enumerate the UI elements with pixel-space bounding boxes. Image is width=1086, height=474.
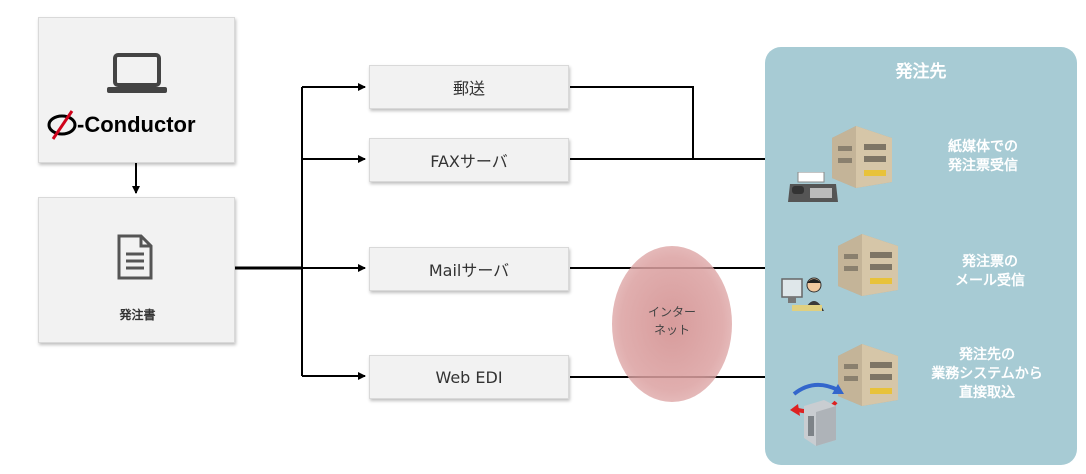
purchase-order-box: 発注書	[38, 197, 235, 343]
internet-cloud	[612, 246, 732, 402]
internet-label-line2: ネット	[653, 323, 690, 337]
channel-fax-label: FAXサーバ	[430, 152, 508, 171]
phi-logo-icon	[47, 110, 77, 140]
receiver-system-line3: 直接取込	[959, 385, 1015, 401]
system-box: -Conductor	[38, 17, 235, 163]
channel-mail-label: Mailサーバ	[428, 261, 510, 280]
channel-postal: 郵送	[369, 65, 569, 109]
receiver-paper-line2: 発注票受信	[948, 158, 1018, 174]
receiver-system-line1: 発注先の	[959, 347, 1015, 363]
building-icon	[838, 344, 898, 406]
product-logo: -Conductor	[47, 110, 231, 140]
channel-webedi-label: Web EDI	[435, 367, 503, 387]
channel-mail-server: Mailサーバ	[369, 247, 569, 291]
line-mail-route	[570, 86, 694, 159]
destination-title: 発注先	[895, 62, 947, 82]
person-computer-icon	[781, 277, 824, 311]
purchase-order-label: 発注書	[119, 308, 156, 322]
channel-postal-label: 郵送	[452, 79, 485, 98]
receiver-paper: 紙媒体での 発注票受信	[918, 138, 1048, 176]
product-name: -Conductor	[77, 112, 196, 137]
channel-web-edi: Web EDI	[369, 355, 569, 399]
internet-label: インター ネット	[612, 303, 732, 339]
destination-panel	[765, 47, 1077, 465]
building-icon	[832, 126, 892, 188]
channel-fax-server: FAXサーバ	[369, 138, 569, 182]
internet-label-line1: インター	[647, 305, 696, 319]
receiver-mail-line1: 発注票の	[962, 254, 1018, 270]
laptop-icon	[107, 53, 167, 93]
receiver-mail-line2: メール受信	[955, 273, 1025, 289]
document-icon	[117, 234, 153, 280]
building-icon	[838, 234, 898, 296]
receiver-paper-line1: 紙媒体での	[948, 139, 1018, 155]
receiver-system-line2: 業務システムから	[931, 366, 1043, 382]
receiver-mail: 発注票の メール受信	[925, 253, 1055, 291]
server-sync-icon	[790, 382, 844, 446]
receiver-system: 発注先の 業務システムから 直接取込	[912, 346, 1062, 403]
fax-machine-icon	[788, 172, 838, 202]
